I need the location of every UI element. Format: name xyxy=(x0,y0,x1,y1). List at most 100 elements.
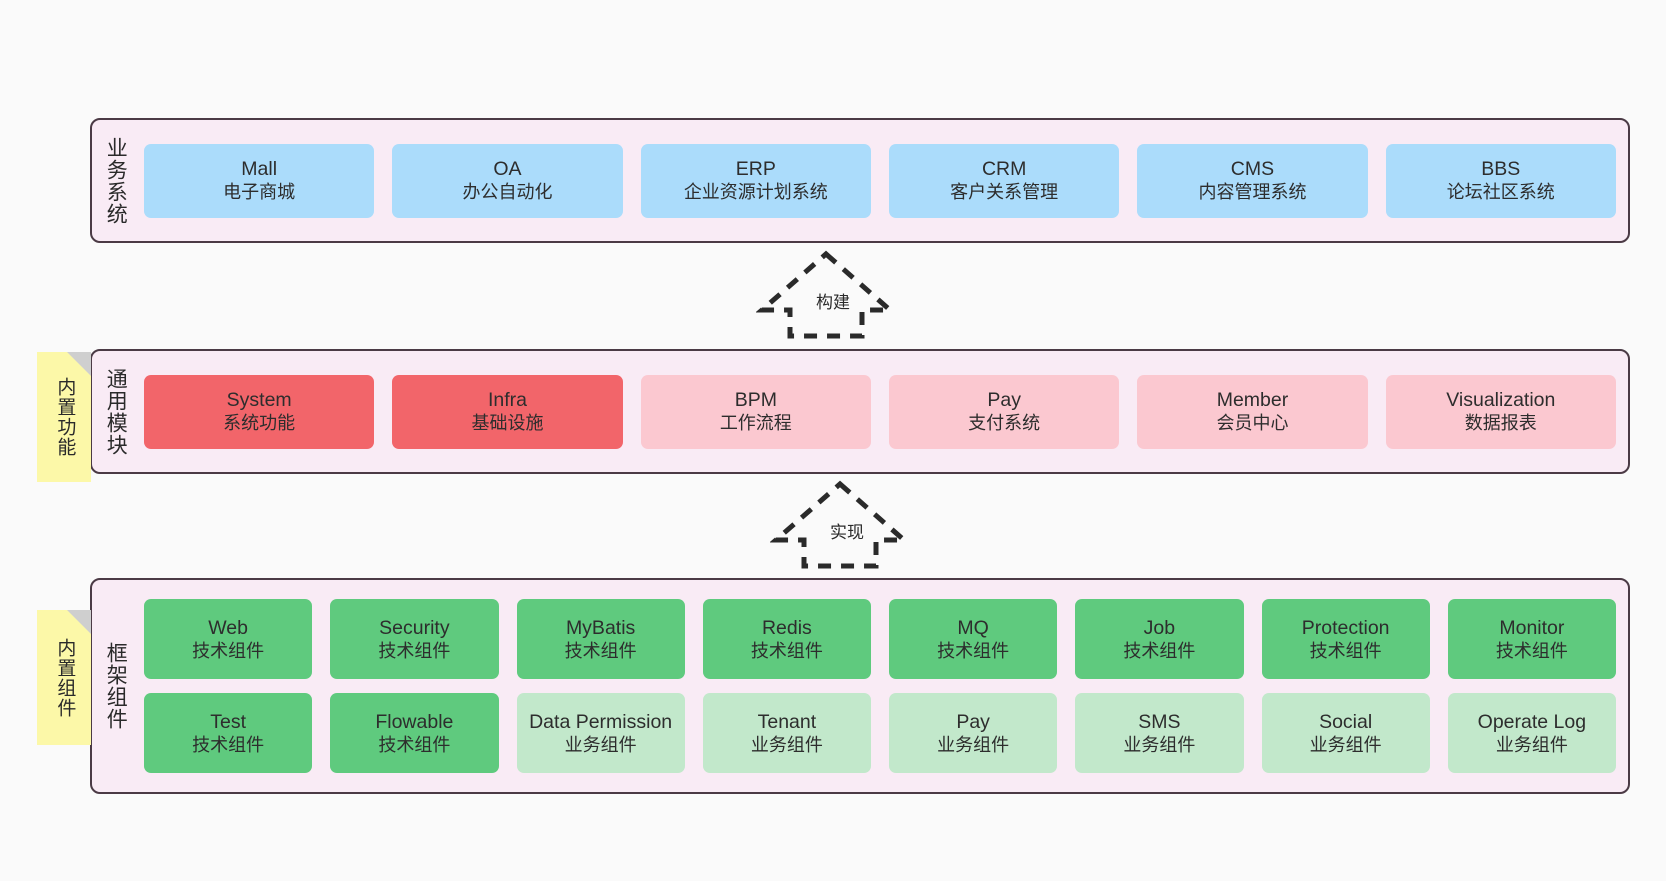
card-test[interactable]: Test 技术组件 xyxy=(144,693,313,773)
card-title: Social xyxy=(1319,710,1373,733)
card-subtitle: 技术组件 xyxy=(378,734,451,755)
card-operate-log[interactable]: Operate Log 业务组件 xyxy=(1447,693,1616,773)
folded-corner-icon xyxy=(67,610,91,634)
card-sms[interactable]: SMS 业务组件 xyxy=(1075,693,1244,773)
card-title: Job xyxy=(1143,616,1176,639)
layer-common-modules: 通用模块 System 系统功能 Infra 基础设施 BPM 工作流程 Pay… xyxy=(90,349,1630,474)
card-subtitle: 技术组件 xyxy=(1123,640,1196,661)
sticky-note-builtin-components[interactable]: 内置组件 xyxy=(37,610,91,745)
card-subtitle: 工作流程 xyxy=(719,413,792,434)
card-security[interactable]: Security 技术组件 xyxy=(330,599,499,679)
card-flowable[interactable]: Flowable 技术组件 xyxy=(330,693,499,773)
card-erp[interactable]: ERP 企业资源计划系统 xyxy=(640,143,871,218)
card-redis[interactable]: Redis 技术组件 xyxy=(702,599,871,679)
card-bpm[interactable]: BPM 工作流程 xyxy=(640,374,871,449)
card-pay-business[interactable]: Pay 业务组件 xyxy=(889,693,1058,773)
card-data-permission[interactable]: Data Permission 业务组件 xyxy=(516,693,685,773)
card-mall[interactable]: Mall 电子商城 xyxy=(144,143,375,218)
card-title: Security xyxy=(379,616,450,639)
card-title: Redis xyxy=(761,616,812,639)
card-bbs[interactable]: BBS 论坛社区系统 xyxy=(1385,143,1616,218)
card-title: Visualization xyxy=(1446,389,1556,412)
card-mq[interactable]: MQ 技术组件 xyxy=(889,599,1058,679)
card-title: Web xyxy=(208,616,248,639)
card-subtitle: 电子商城 xyxy=(223,182,296,203)
card-subtitle: 论坛社区系统 xyxy=(1446,182,1555,203)
card-subtitle: 业务组件 xyxy=(564,734,637,755)
card-subtitle: 业务组件 xyxy=(1495,734,1568,755)
card-subtitle: 客户关系管理 xyxy=(950,182,1059,203)
uml-generalization-arrow-implement xyxy=(770,480,910,569)
card-infra[interactable]: Infra 基础设施 xyxy=(392,374,623,449)
card-subtitle: 会员中心 xyxy=(1216,413,1289,434)
card-title: MQ xyxy=(957,616,989,639)
layer-title-business-systems: 业务系统 xyxy=(104,136,128,225)
card-subtitle: 技术组件 xyxy=(564,640,637,661)
card-title: CRM xyxy=(981,158,1027,181)
card-title: Flowable xyxy=(375,710,454,733)
card-title: Test xyxy=(210,710,246,733)
card-grid-framework-components: Web 技术组件 Security 技术组件 MyBatis 技术组件 Redi… xyxy=(138,580,1628,792)
card-title: ERP xyxy=(735,158,776,181)
card-row: System 系统功能 Infra 基础设施 BPM 工作流程 Pay 支付系统… xyxy=(144,374,1616,449)
card-title: Monitor xyxy=(1499,616,1565,639)
card-title: System xyxy=(226,389,292,412)
card-job[interactable]: Job 技术组件 xyxy=(1075,599,1244,679)
card-title: Pay xyxy=(956,710,990,733)
layer-title-common-modules: 通用模块 xyxy=(104,367,128,456)
card-title: MyBatis xyxy=(565,616,636,639)
card-pay[interactable]: Pay 支付系统 xyxy=(888,374,1120,449)
card-title: CMS xyxy=(1230,158,1275,181)
folded-corner-icon xyxy=(67,352,91,376)
arrow-label-build: 构建 xyxy=(816,293,850,312)
layer-business-systems: 业务系统 Mall 电子商城 OA 办公自动化 ERP 企业资源计划系统 CRM… xyxy=(90,118,1630,243)
arrow-label-implement: 实现 xyxy=(830,523,864,542)
sticky-note-label: 内置功能 xyxy=(54,377,76,457)
card-grid-common-modules: System 系统功能 Infra 基础设施 BPM 工作流程 Pay 支付系统… xyxy=(138,351,1628,472)
card-subtitle: 企业资源计划系统 xyxy=(683,182,828,203)
card-row-business: Test 技术组件 Flowable 技术组件 Data Permission … xyxy=(144,693,1616,773)
card-subtitle: 支付系统 xyxy=(968,413,1041,434)
card-crm[interactable]: CRM 客户关系管理 xyxy=(888,143,1120,218)
card-subtitle: 技术组件 xyxy=(1495,640,1568,661)
card-subtitle: 业务组件 xyxy=(750,734,823,755)
card-title: SMS xyxy=(1138,710,1181,733)
card-subtitle: 基础设施 xyxy=(471,413,544,434)
card-member[interactable]: Member 会员中心 xyxy=(1137,374,1368,449)
uml-generalization-arrow-build xyxy=(756,250,896,339)
card-mybatis[interactable]: MyBatis 技术组件 xyxy=(516,599,685,679)
card-title: BPM xyxy=(734,389,777,412)
card-oa[interactable]: OA 办公自动化 xyxy=(392,143,623,218)
card-subtitle: 技术组件 xyxy=(937,640,1010,661)
card-system[interactable]: System 系统功能 xyxy=(144,374,375,449)
card-title: Operate Log xyxy=(1477,710,1587,733)
card-subtitle: 技术组件 xyxy=(192,640,265,661)
card-title: Pay xyxy=(987,389,1021,412)
card-subtitle: 业务组件 xyxy=(1123,734,1196,755)
card-grid-business-systems: Mall 电子商城 OA 办公自动化 ERP 企业资源计划系统 CRM 客户关系… xyxy=(138,120,1628,241)
layer-framework-components: 框架组件 Web 技术组件 Security 技术组件 MyBatis 技术组件… xyxy=(90,578,1630,794)
card-tenant[interactable]: Tenant 业务组件 xyxy=(702,693,871,773)
sticky-note-builtin-functions[interactable]: 内置功能 xyxy=(37,352,91,482)
card-subtitle: 内容管理系统 xyxy=(1198,182,1307,203)
card-title: OA xyxy=(493,158,522,181)
card-subtitle: 技术组件 xyxy=(192,734,265,755)
card-subtitle: 系统功能 xyxy=(223,413,296,434)
sticky-note-label: 内置组件 xyxy=(54,637,76,718)
card-title: BBS xyxy=(1481,158,1521,181)
card-subtitle: 技术组件 xyxy=(378,640,451,661)
card-title: Protection xyxy=(1301,616,1390,639)
card-title: Data Permission xyxy=(529,710,673,733)
card-subtitle: 业务组件 xyxy=(1309,734,1382,755)
card-title: Member xyxy=(1216,389,1289,412)
card-visualization[interactable]: Visualization 数据报表 xyxy=(1385,374,1616,449)
card-subtitle: 技术组件 xyxy=(1309,640,1382,661)
card-monitor[interactable]: Monitor 技术组件 xyxy=(1447,599,1616,679)
card-cms[interactable]: CMS 内容管理系统 xyxy=(1137,143,1368,218)
card-subtitle: 数据报表 xyxy=(1464,413,1537,434)
card-social[interactable]: Social 业务组件 xyxy=(1261,693,1430,773)
card-protection[interactable]: Protection 技术组件 xyxy=(1261,599,1430,679)
card-row-tech: Web 技术组件 Security 技术组件 MyBatis 技术组件 Redi… xyxy=(144,599,1616,679)
card-web[interactable]: Web 技术组件 xyxy=(144,599,313,679)
